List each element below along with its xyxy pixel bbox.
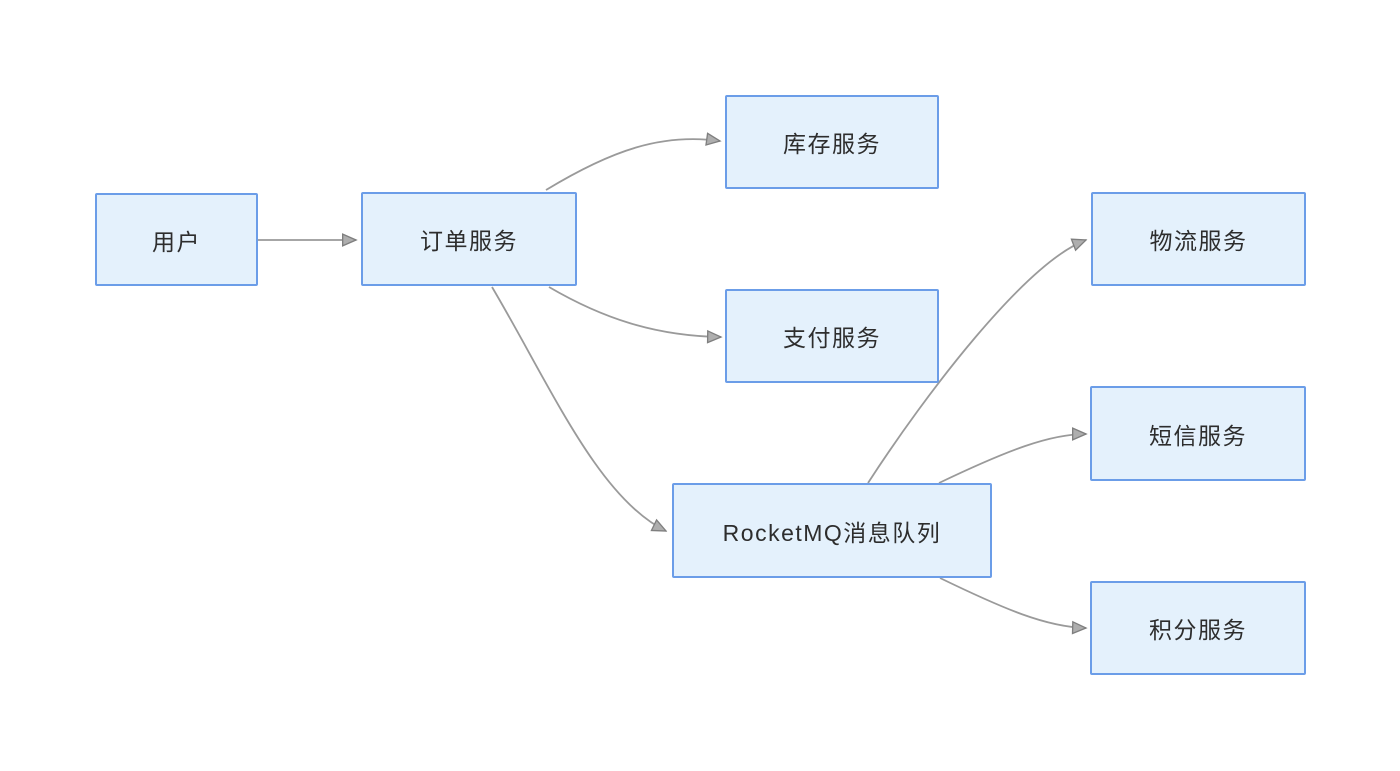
- node-payment-service-label: 支付服务: [783, 325, 881, 351]
- node-logistics-service-label: 物流服务: [1149, 228, 1248, 254]
- node-inventory-service[interactable]: 库存服务: [725, 95, 939, 189]
- node-points-service-label: 积分服务: [1149, 617, 1247, 643]
- node-order-service[interactable]: 订单服务: [361, 192, 577, 286]
- node-order-service-label: 订单服务: [420, 228, 518, 254]
- node-user[interactable]: 用户: [95, 193, 258, 286]
- node-logistics-service[interactable]: 物流服务: [1091, 192, 1306, 286]
- node-sms-service-label: 短信服务: [1149, 422, 1247, 449]
- node-rocketmq-queue-label: RocketMQ消息队列: [722, 519, 942, 546]
- node-inventory-service-label: 库存服务: [783, 131, 881, 157]
- node-rocketmq-queue[interactable]: RocketMQ消息队列: [672, 483, 992, 578]
- node-points-service[interactable]: 积分服务: [1090, 581, 1306, 675]
- edge-order-to-payment: [548, 286, 721, 337]
- node-sms-service[interactable]: 短信服务: [1090, 386, 1306, 481]
- node-payment-service[interactable]: 支付服务: [725, 289, 939, 383]
- node-user-label: 用户: [152, 228, 201, 255]
- edge-rocketmq-to-points: [939, 577, 1086, 628]
- edge-order-to-rocketmq: [491, 286, 666, 532]
- edge-rocketmq-to-sms: [938, 434, 1086, 484]
- edge-order-to-inventory: [545, 139, 720, 191]
